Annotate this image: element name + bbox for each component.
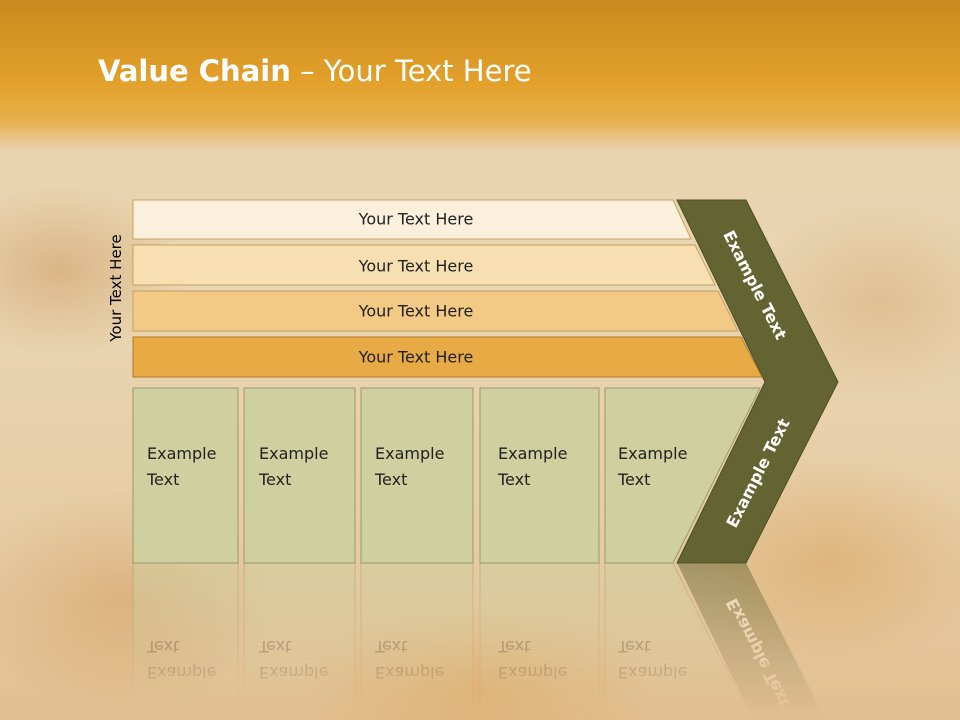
box-2[interactable]	[243, 387, 356, 564]
box-4[interactable]	[479, 387, 600, 564]
bar-3[interactable]	[132, 290, 739, 332]
bar-2-label: Your Text Here	[358, 257, 474, 276]
bar-3-label: Your Text Here	[358, 302, 474, 321]
reflection	[132, 562, 826, 720]
box-1[interactable]	[132, 387, 239, 564]
box-3[interactable]	[360, 387, 474, 564]
bar-1[interactable]	[132, 199, 692, 240]
chevron-arrow[interactable]	[676, 199, 839, 564]
bar-2[interactable]	[132, 244, 716, 286]
bar-group: Your Text Here Your Text Here Your Text …	[132, 199, 763, 378]
bar-1-label: Your Text Here	[358, 210, 474, 229]
slide-title[interactable]: Value Chain – Your Text Here	[98, 54, 532, 88]
title-bold: Value Chain	[98, 54, 291, 88]
bar-4[interactable]	[132, 336, 763, 378]
header-band	[0, 0, 960, 150]
bar-4-label: Your Text Here	[358, 348, 474, 367]
title-rest: – Your Text Here	[290, 54, 532, 88]
